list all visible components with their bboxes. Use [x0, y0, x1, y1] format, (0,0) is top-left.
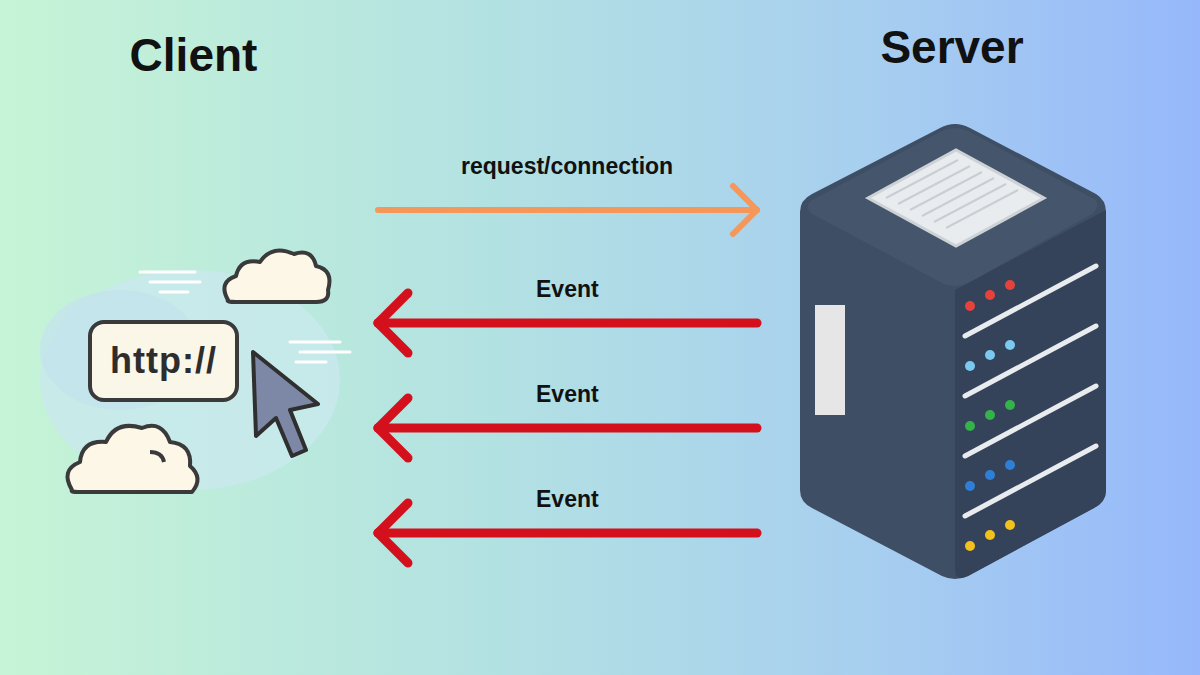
edge-label: Event	[536, 486, 599, 513]
heading: Server	[760, 20, 1120, 74]
heading: Client	[40, 28, 375, 82]
url-text: http://	[110, 340, 217, 382]
url-box: http://	[88, 320, 239, 402]
edge-label: Event	[536, 381, 599, 408]
edge-label: request/connection	[461, 153, 673, 180]
server-group: Server	[760, 20, 1120, 590]
request-arrow	[378, 186, 757, 234]
server-rack	[800, 124, 1106, 579]
cloud	[68, 426, 198, 492]
cloud	[224, 250, 329, 302]
client-group: Client http://	[40, 28, 375, 498]
edge-label: Event	[536, 276, 599, 303]
mouse-cursor	[253, 352, 318, 456]
